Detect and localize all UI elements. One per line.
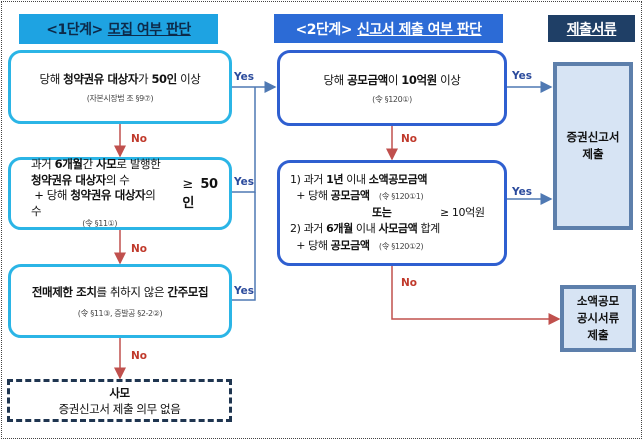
reference: (令 §120①) — [372, 94, 412, 104]
no-label: No — [131, 133, 148, 145]
yes-label: Yes — [234, 285, 255, 297]
no-arrows — [114, 124, 561, 380]
stage1-header: <1단계>모집 여부 판단 — [19, 14, 218, 44]
stage2-condition-2: 1) 과거 1년 이내 소액공모금액 + 당해 공모금액 (令 §120①1) … — [277, 160, 507, 266]
yes-line-3 — [232, 192, 256, 301]
yes-label: Yes — [512, 186, 533, 198]
yes-label: Yes — [234, 71, 255, 83]
stage1-condition-3: 전매제한 조치를 취하지 않은 간주모집 (令 §11③, 증발공 §2-2②) — [8, 264, 232, 338]
stage1-condition-1: 당해 청약권유 대상자가 50인 이상 (자본시장법 조 §9⑦) — [8, 50, 232, 124]
reference: (자본시장법 조 §9⑦) — [86, 93, 154, 103]
no-arrow-5 — [391, 266, 561, 325]
docs-header: 제출서류 — [548, 15, 635, 42]
reference: (令 §11①) — [82, 219, 118, 229]
yes-arrows — [232, 81, 553, 301]
docs-title: 제출서류 — [566, 21, 617, 38]
yes-label: Yes — [512, 70, 533, 82]
stage2-header: <2단계>신고서 제출 여부 판단 — [274, 14, 503, 43]
stage1-prefix: <1단계> — [46, 22, 103, 38]
stage2-condition-1: 당해 공모금액이 10억원 이상 (令 §120①) — [277, 50, 507, 126]
stage2-prefix: <2단계> — [295, 21, 352, 38]
no-label: No — [131, 350, 148, 362]
reference: (令 §11③, 증발공 §2-2②) — [77, 308, 163, 318]
private-placement-result: 사모 증권신고서 제출 의무 없음 — [7, 379, 232, 422]
no-label: No — [401, 133, 418, 145]
stage2-title: 신고서 제출 여부 판단 — [356, 21, 482, 38]
stage1-title: 모집 여부 판단 — [107, 22, 192, 38]
no-label: No — [131, 243, 148, 255]
yes-label: Yes — [234, 176, 255, 188]
no-label: No — [401, 277, 418, 289]
stage1-condition-2: 과거 6개월간 사모로 발행한 청약권유 대상자의 수 + 당해 청약권유 대상… — [8, 157, 232, 230]
